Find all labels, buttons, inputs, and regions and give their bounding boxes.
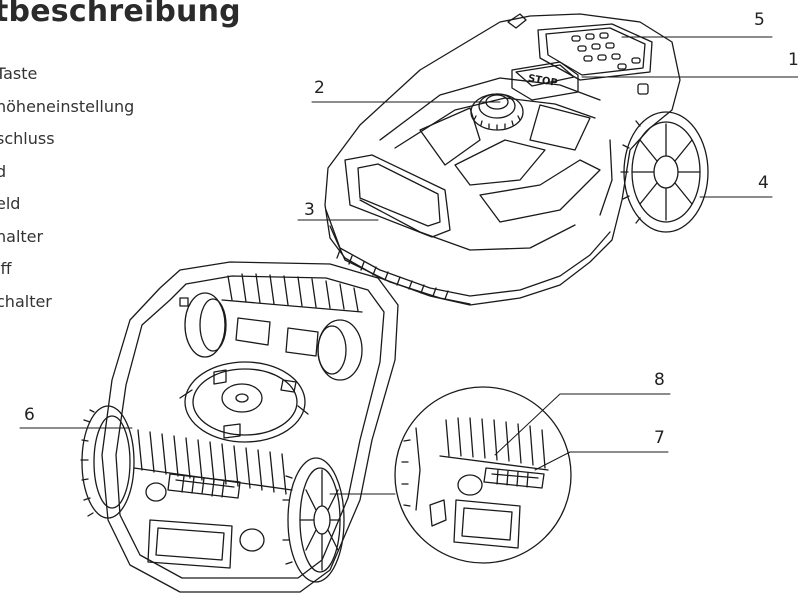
- magnified-detail-circle: [395, 387, 571, 563]
- legend-item-7: iff: [0, 259, 12, 278]
- legend-item-4: d: [0, 161, 7, 181]
- callout-4: 4: [758, 173, 769, 193]
- parts-legend: Taste höheneinstellung schluss d eld hal…: [0, 64, 134, 324]
- page-title: tbeschreibung: [0, 0, 241, 29]
- callout-leaders: [20, 37, 798, 470]
- mower-top-view-drawing: STOP: [325, 14, 708, 305]
- callout-5: 5: [754, 10, 765, 30]
- legend-item-2: höheneinstellung: [0, 96, 135, 116]
- callout-7: 7: [654, 428, 665, 448]
- callout-6: 6: [24, 405, 35, 425]
- legend-item-5: eld: [0, 194, 21, 213]
- legend-item-1: Taste: [0, 64, 38, 83]
- legend-item-8: chalter: [0, 291, 52, 311]
- svg-text:STOP: STOP: [527, 73, 558, 89]
- callout-8: 8: [654, 370, 665, 390]
- legend-item-3: schluss: [0, 129, 55, 148]
- callout-2: 2: [314, 78, 325, 98]
- legend-item-6: halter: [0, 226, 44, 246]
- mower-underside-drawing: [81, 262, 398, 592]
- callout-1: 1: [788, 50, 798, 70]
- callout-3: 3: [304, 200, 315, 220]
